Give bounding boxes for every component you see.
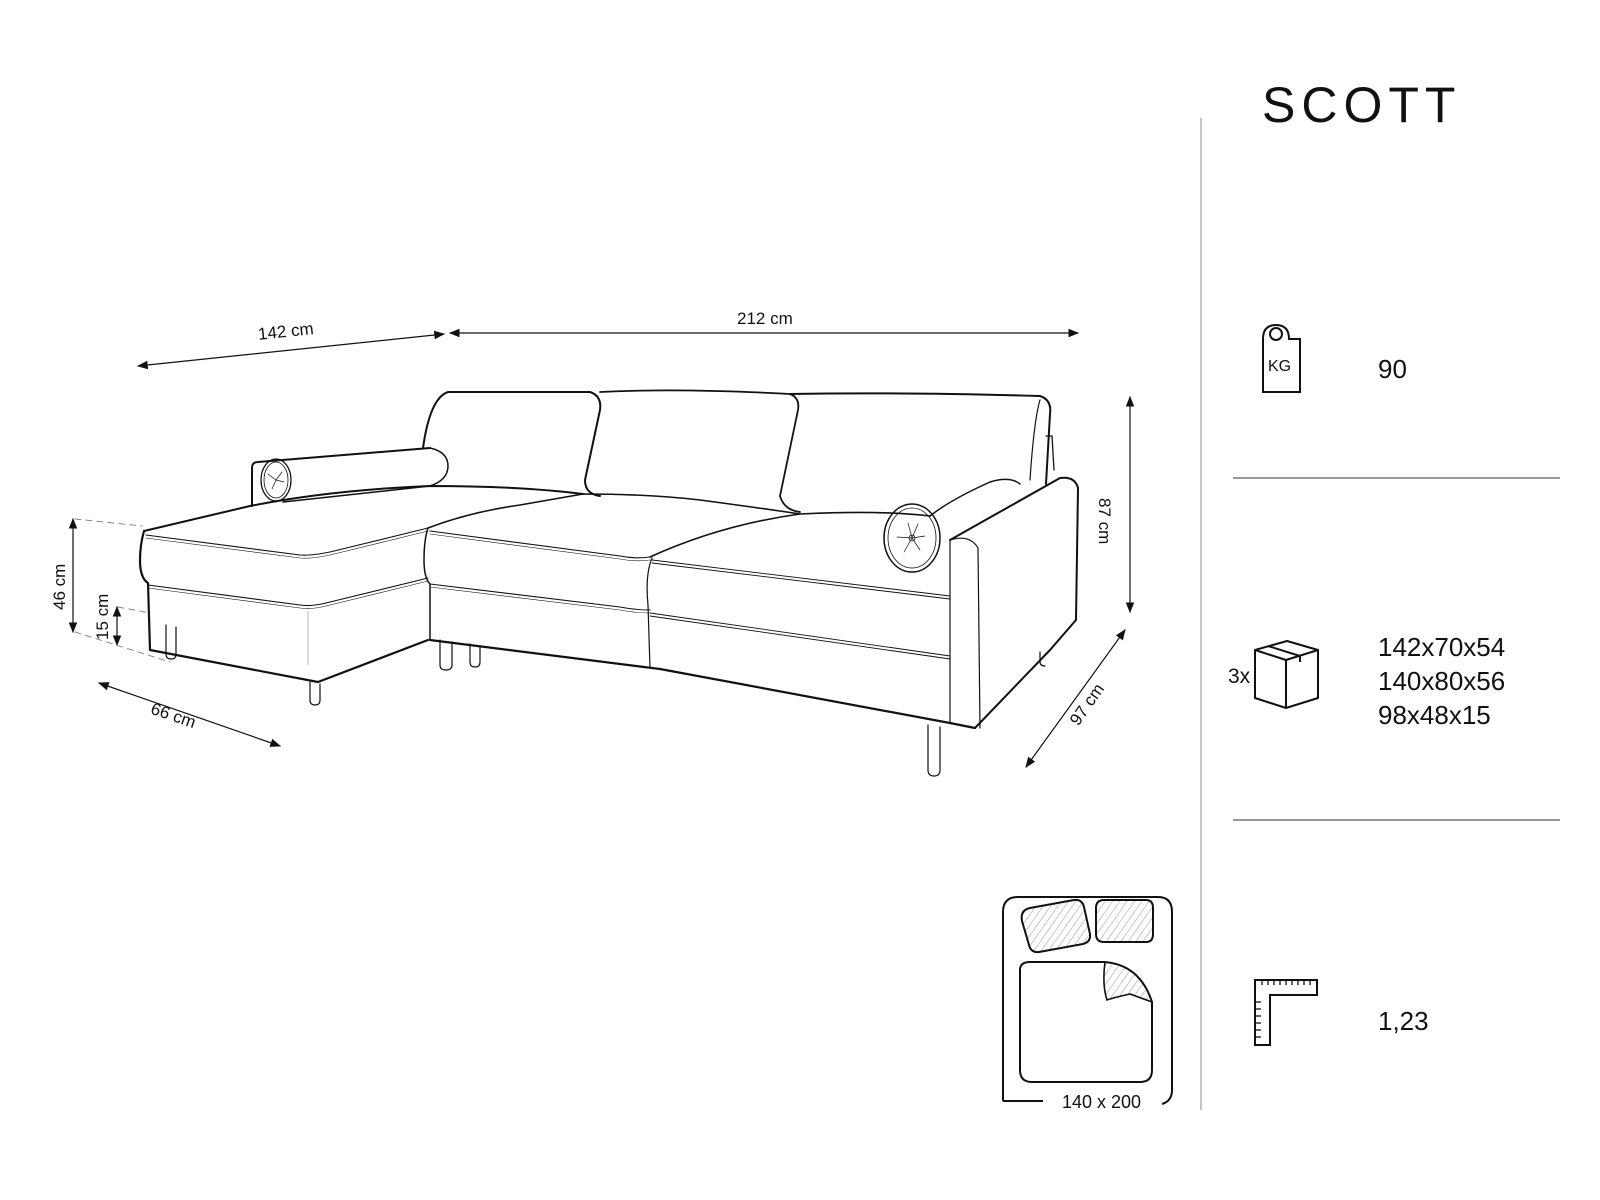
weight-icon-text: KG [1268, 358, 1292, 375]
box-icon [1254, 640, 1319, 709]
vertical-divider [1200, 118, 1202, 1110]
package-dimension: 98x48x15 [1378, 700, 1491, 730]
dim-leg-height-label: 15 cm [93, 593, 112, 640]
package-dimension: 140x80x56 [1378, 666, 1506, 696]
horizontal-divider [1233, 819, 1560, 821]
dim-line-chaise-width [97, 682, 282, 747]
ruler-square-icon [1254, 979, 1318, 1046]
dim-line-depth [1025, 629, 1126, 768]
horizontal-divider [1233, 477, 1560, 479]
dim-line-chaise-length [136, 330, 446, 370]
dim-height-label: 87 cm [1095, 498, 1114, 545]
bed-icon [1002, 896, 1173, 1105]
dim-seat-height-label: 46 cm [50, 563, 69, 610]
weight-kg-icon [1262, 323, 1301, 393]
package-dimensions-list: 142x70x54 140x80x56 98x48x15 [1378, 630, 1505, 732]
weight-value: 90 [1378, 354, 1407, 384]
product-title: SCOTT [1262, 77, 1462, 133]
package-quantity: 3x [1228, 665, 1251, 688]
sleeping-area-label: 140 x 200 [1058, 1092, 1146, 1113]
volume-value: 1,23 [1378, 1006, 1429, 1036]
dim-sofa-width-label: 212 cm [737, 309, 793, 328]
package-dimension: 142x70x54 [1378, 632, 1506, 662]
